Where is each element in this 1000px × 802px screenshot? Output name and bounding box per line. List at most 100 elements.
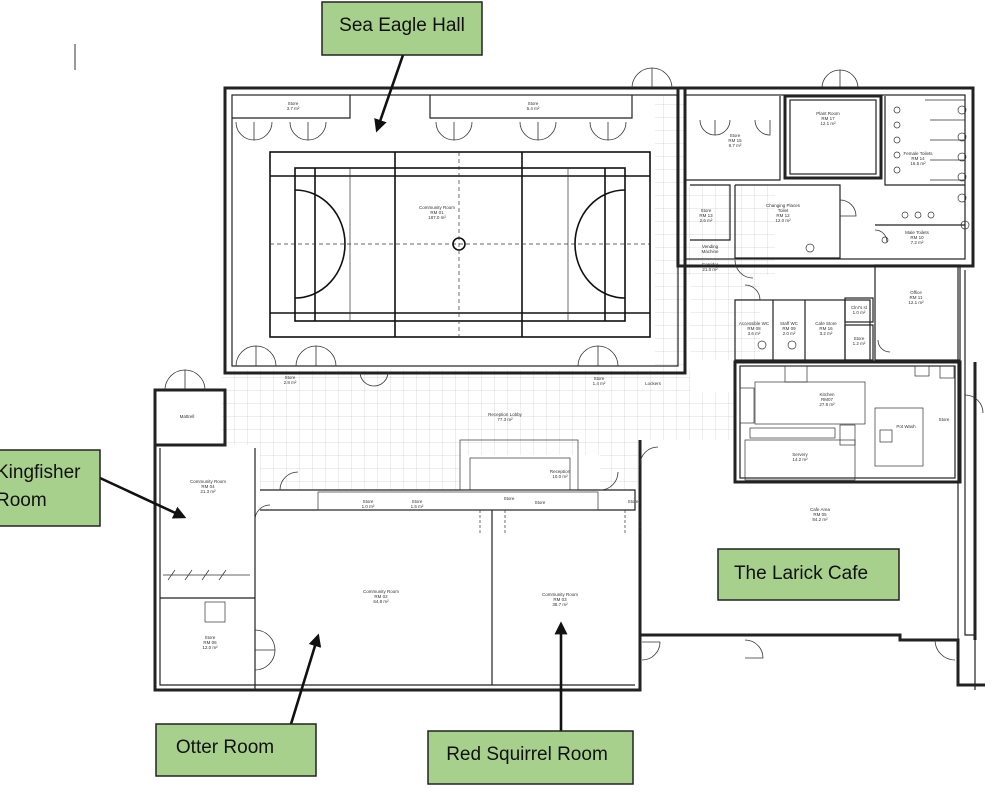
label-cafe-area: Cafe Area: [810, 507, 831, 512]
svg-text:RM 11: RM 11: [910, 295, 923, 300]
svg-text:RM 15: RM 15: [728, 138, 742, 143]
callout-larick-cafe: The Larick Cafe: [717, 548, 900, 601]
svg-text:38.7 m²: 38.7 m²: [552, 602, 568, 607]
label-store-15: Store: [730, 133, 741, 138]
svg-text:Room: Room: [0, 490, 47, 511]
svg-text:21.3 m²: 21.3 m²: [200, 489, 216, 494]
svg-text:2.6 m²: 2.6 m²: [700, 218, 713, 223]
label-store-06: Store: [205, 635, 216, 640]
svg-text:21.0 m²: 21.0 m²: [702, 267, 718, 272]
svg-text:27.8 m²: 27.8 m²: [819, 402, 835, 407]
svg-text:Red Squirrel Room: Red Squirrel Room: [446, 744, 608, 765]
svg-text:3.2 m²: 3.2 m²: [820, 331, 833, 336]
label-lockers: Lockers: [645, 381, 662, 386]
svg-text:3.6 m²: 3.6 m²: [748, 331, 761, 336]
label-office: Office: [910, 290, 922, 295]
svg-text:12.1 m²: 12.1 m²: [820, 121, 836, 126]
label-community-room-02: Community Room: [363, 589, 399, 594]
svg-text:12.0 m²: 12.0 m²: [775, 218, 791, 223]
label-male-toilets: Male Toilets: [905, 230, 929, 235]
label-female-toilets: Female Toilets: [904, 151, 934, 156]
sea-eagle-hall-walls: [223, 86, 687, 375]
callout-red-squirrel-room: Red Squirrel Room: [427, 730, 634, 785]
label-store-13: Store: [701, 208, 712, 213]
label-store-j: Store: [628, 499, 639, 504]
svg-text:7.2 m²: 7.2 m²: [911, 240, 924, 245]
label-store-e: Store: [939, 417, 950, 422]
svg-text:12.1 m²: 12.1 m²: [908, 300, 924, 305]
kitchen-cafe: [638, 265, 985, 690]
svg-text:The Larick Cafe: The Larick Cafe: [734, 563, 868, 584]
label-store-h: Store: [504, 496, 515, 501]
label-plant-room: Plant Room: [816, 111, 840, 116]
svg-text:Sea Eagle Hall: Sea Eagle Hall: [339, 15, 465, 36]
svg-text:1.2 m²: 1.2 m²: [853, 341, 866, 346]
svg-text:RM 12: RM 12: [776, 213, 790, 218]
svg-text:64.8 m²: 64.8 m²: [373, 599, 389, 604]
svg-text:1.0 m²: 1.0 m²: [362, 504, 375, 509]
tiled-floor: [222, 95, 775, 490]
svg-text:3.7 m²: 3.7 m²: [287, 106, 300, 111]
label-mattress: Mattrell: [180, 414, 195, 419]
label-store-a: Store: [288, 101, 299, 106]
svg-text:RM 14: RM 14: [911, 156, 925, 161]
svg-text:RM 09: RM 09: [782, 326, 796, 331]
svg-text:2.0 m²: 2.0 m²: [783, 331, 796, 336]
label-community-room-03: Community Room: [542, 592, 578, 597]
svg-text:Kingfisher: Kingfisher: [0, 462, 81, 483]
svg-text:1.5 m²: 1.5 m²: [411, 504, 424, 509]
svg-text:2.8 m²: 2.8 m²: [284, 380, 297, 385]
svg-text:RM 04: RM 04: [201, 484, 215, 489]
svg-text:RM 01: RM 01: [430, 210, 444, 215]
svg-text:RM 03: RM 03: [553, 597, 567, 602]
svg-text:10.0 m²: 10.0 m²: [552, 474, 568, 479]
callout-arrows: [99, 54, 568, 731]
label-reception-lobby: Reception Lobby: [488, 412, 523, 417]
label-changing-places: Changing Places: [766, 203, 801, 208]
label-store-f: Store: [363, 499, 374, 504]
label-reception: Reception: [550, 469, 571, 474]
svg-text:RM 02: RM 02: [374, 594, 388, 599]
label-staff-wc: Staff WC: [780, 321, 799, 326]
svg-text:12.0 m²: 12.0 m²: [202, 645, 218, 650]
label-store-small: Store: [854, 336, 865, 341]
svg-text:1.0 m²: 1.0 m²: [853, 310, 866, 315]
label-kitchen: Kitchen: [819, 392, 835, 397]
label-store-g: Store: [412, 499, 423, 504]
svg-text:Otter Room: Otter Room: [176, 737, 274, 758]
svg-text:8.7 m²: 8.7 m²: [729, 143, 742, 148]
svg-text:187.0 m²: 187.0 m²: [428, 215, 446, 220]
svg-text:RM07: RM07: [821, 397, 834, 402]
svg-text:RM 10: RM 10: [910, 235, 924, 240]
svg-text:16.5 m²: 16.5 m²: [910, 161, 926, 166]
svg-text:6.4 m²: 6.4 m²: [527, 106, 540, 111]
callout-kingfisher-room: Kingfisher Room: [0, 449, 101, 527]
svg-text:RM 08: RM 08: [747, 326, 761, 331]
wc-block: [734, 264, 961, 361]
label-pot-wash: Pot Wash: [896, 424, 916, 429]
lower-rooms: [153, 369, 642, 692]
svg-text:Machine: Machine: [701, 249, 719, 254]
svg-text:RM 16: RM 16: [819, 326, 833, 331]
label-cafe-store: Cafe Store: [815, 321, 837, 326]
label-cleaners: Clnr's st: [851, 305, 868, 310]
label-community-room-04: Community Room: [190, 479, 226, 484]
label-store-b: Store: [528, 101, 539, 106]
room-labels: Store 3.7 m² Store 6.4 m² Community Room…: [180, 101, 950, 650]
svg-text:RM 13: RM 13: [699, 213, 713, 218]
svg-text:Toilet: Toilet: [778, 208, 789, 213]
label-corridor: Corridor: [702, 262, 719, 267]
callout-otter-room: Otter Room: [155, 723, 317, 777]
svg-text:77.3 m²: 77.3 m²: [497, 417, 513, 422]
label-store-d: Store: [594, 376, 605, 381]
svg-text:14.2 m²: 14.2 m²: [792, 457, 808, 462]
label-community-room-01: Community Room: [419, 205, 455, 210]
label-store-i: Store: [535, 500, 546, 505]
svg-text:84.2 m²: 84.2 m²: [812, 517, 828, 522]
svg-text:1.4 m²: 1.4 m²: [593, 381, 606, 386]
label-accessible-wc: Accessible WC: [739, 321, 770, 326]
label-store-c: Store: [285, 375, 296, 380]
callout-sea-eagle-hall: Sea Eagle Hall: [321, 1, 483, 56]
label-vending: Vending: [702, 244, 719, 249]
